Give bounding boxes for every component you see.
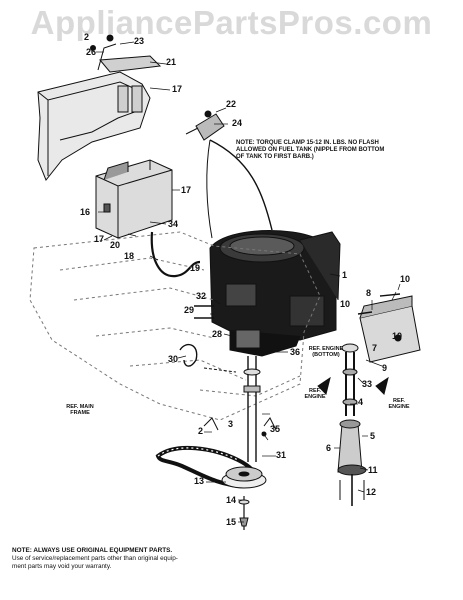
callout-1: 1 (342, 270, 348, 280)
callout-13: 13 (194, 476, 205, 486)
callout-35: 35 (270, 424, 281, 434)
leader-lines (96, 41, 401, 523)
callout-22: 22 (226, 99, 237, 109)
tank-mount-bracket (37, 34, 162, 181)
ref-engine-right-label: REF. ENGINE (388, 398, 410, 411)
callout-32: 32 (196, 291, 207, 301)
callout-33: 33 (362, 379, 373, 389)
callout-12: 12 (366, 487, 377, 497)
ref-main-frame-label: REF. MAIN FRAME (66, 404, 94, 417)
main-frame-outline (29, 231, 321, 421)
callout-23: 23 (134, 36, 145, 46)
callout-2-mid: 2 (198, 426, 204, 436)
callout-31: 31 (276, 450, 287, 460)
fuel-lines (150, 139, 273, 278)
callout-16: 16 (80, 207, 91, 217)
callout-10-right: 10 (392, 331, 403, 341)
callout-17-top: 17 (172, 84, 183, 94)
blade-drive-assembly (317, 295, 421, 506)
callout-8: 8 (366, 288, 372, 298)
callout-11: 11 (368, 465, 378, 475)
callout-29: 29 (184, 305, 195, 315)
callout-10-mid: 10 (340, 299, 351, 309)
callout-5: 5 (370, 431, 376, 441)
ref-engine-bottom-label: REF. ENGINE (BOTTOM) (308, 346, 344, 359)
warranty-note-line-1: NOTE: ALWAYS USE ORIGINAL EQUIPMENT PART… (12, 547, 173, 554)
callout-30: 30 (168, 354, 179, 364)
fuel-filter (185, 110, 225, 141)
bolts (179, 293, 401, 367)
engine-pulley (221, 466, 267, 530)
callout-7: 7 (372, 343, 378, 353)
fuel-tank (95, 159, 173, 239)
callout-36: 36 (290, 347, 301, 357)
callout-20-low: 20 (110, 240, 121, 250)
engine (209, 230, 341, 357)
callout-14: 14 (226, 495, 237, 505)
callout-19: 19 (190, 263, 201, 273)
ref-engine-left-label: REF. ENGINE (304, 388, 326, 401)
warranty-note-line-3: ment parts may void your warranty. (12, 562, 112, 570)
warranty-note-line-2: Use of service/replacement parts other t… (12, 554, 178, 562)
warranty-note: NOTE: ALWAYS USE ORIGINAL EQUIPMENT PART… (12, 547, 227, 570)
callout-28: 28 (212, 329, 223, 339)
callout-17-mid: 17 (181, 185, 192, 195)
callout-21: 21 (166, 57, 177, 67)
callout-15: 15 (226, 517, 237, 527)
callout-6: 6 (326, 443, 332, 453)
callout-3: 3 (228, 419, 234, 429)
callout-10-top: 10 (400, 274, 411, 284)
callout-18: 18 (124, 251, 135, 261)
torque-note: NOTE: TORQUE CLAMP 15-12 IN. LBS. NO FLA… (236, 140, 385, 160)
callout-24: 24 (232, 118, 243, 128)
drive-shaft (203, 356, 277, 462)
callout-17-low: 17 (94, 234, 105, 244)
callout-2-top: 2 (84, 32, 90, 42)
callout-4: 4 (358, 397, 364, 407)
callout-34: 34 (168, 219, 179, 229)
watermark-text: AppliancePartsPros.com (30, 4, 433, 41)
callout-9: 9 (382, 363, 388, 373)
callout-26: 26 (86, 47, 97, 57)
